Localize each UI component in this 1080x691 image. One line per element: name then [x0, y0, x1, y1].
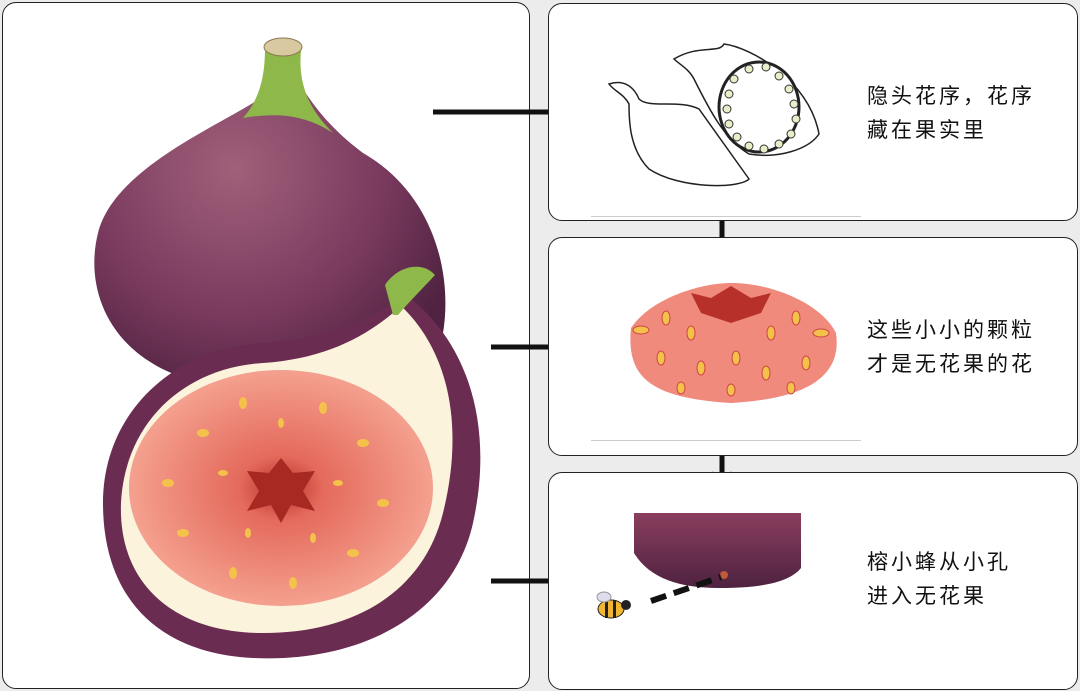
- caption-line: 藏在果实里: [867, 118, 987, 142]
- flight-path: [650, 574, 722, 604]
- half-fig: [103, 266, 481, 659]
- connector-1-2: [719, 220, 725, 240]
- fig-illustration: [94, 37, 481, 659]
- caption-line: 进入无花果: [867, 584, 987, 608]
- syconium-diagram: [607, 43, 820, 187]
- fig-wasp-icon: [596, 591, 631, 619]
- step-panel-3: 榕小蜂从小孔 进入无花果: [548, 472, 1078, 690]
- step-3-caption: 榕小蜂从小孔 进入无花果: [867, 545, 1011, 613]
- caption-line: 这些小小的颗粒: [867, 318, 1035, 342]
- step-1-caption: 隐头花序，花序 藏在果实里: [867, 79, 1035, 147]
- wasp-entering-fig-illustration: [596, 513, 802, 619]
- step-panel-2: 这些小小的颗粒 才是无花果的花: [548, 237, 1078, 456]
- whole-fig: [94, 37, 446, 395]
- fig-flowers-illustration: [630, 283, 837, 403]
- fig-bottom: [634, 513, 801, 588]
- divider: [591, 440, 861, 441]
- caption-line: 隐头花序，花序: [867, 84, 1035, 108]
- step-2-caption: 这些小小的颗粒 才是无花果的花: [867, 313, 1035, 381]
- caption-line: 榕小蜂从小孔: [867, 550, 1011, 574]
- step-panel-1: 隐头花序，花序 藏在果实里: [548, 3, 1078, 221]
- fig-illustration-panel: [2, 2, 530, 689]
- caption-line: 才是无花果的花: [867, 352, 1035, 376]
- divider: [591, 216, 861, 217]
